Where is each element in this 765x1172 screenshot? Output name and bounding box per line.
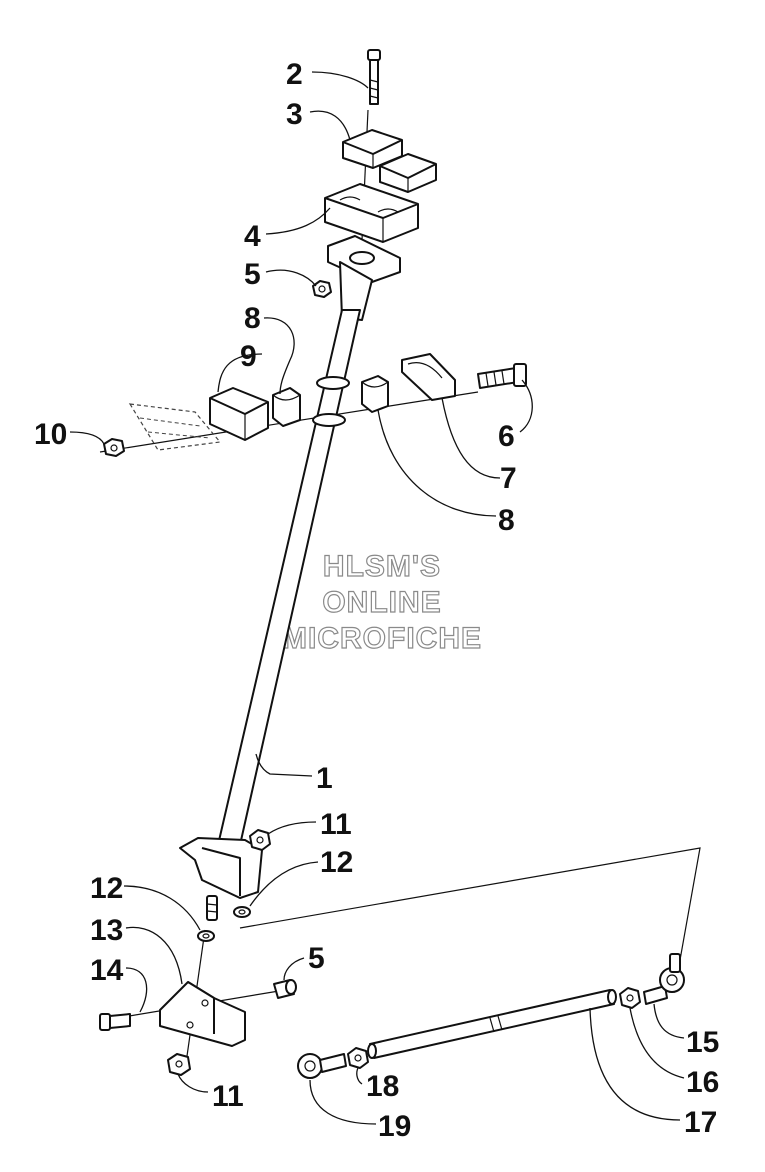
- part-13-bracket: [159, 981, 246, 1047]
- callout-4: 4: [244, 220, 261, 253]
- part-12-washer-left: [197, 930, 215, 942]
- callout-1: 1: [316, 762, 333, 795]
- part-5-nut-upper: [312, 280, 332, 298]
- callout-7: 7: [500, 462, 517, 495]
- callout-11-lower: 11: [212, 1080, 244, 1113]
- callout-6: 6: [498, 420, 515, 453]
- steering-post-top-plate: [327, 235, 401, 321]
- part-15-tie-rod-end: [643, 953, 685, 1005]
- callout-11-upper: 11: [320, 808, 352, 841]
- part-7-clamp-half: [401, 353, 456, 401]
- part-8-bushing-left: [272, 387, 301, 427]
- callout-labels: 2 3 4 5 8 9 10 6 7 8 1 11 12 12 13 14 5 …: [34, 58, 719, 1143]
- part-19-tie-rod-end: [297, 1053, 347, 1079]
- part-17-tie-rod: [367, 989, 617, 1059]
- callout-2: 2: [286, 58, 303, 91]
- callout-17: 17: [684, 1106, 717, 1139]
- part-12-washer-right: [233, 906, 251, 918]
- callout-5-lower: 5: [308, 942, 325, 975]
- part-16-jam-nut: [619, 987, 641, 1009]
- part-14-bolt: [99, 1013, 131, 1031]
- part-10-nut: [103, 438, 125, 457]
- part-9-lower-clamp: [209, 387, 269, 441]
- part-5-spacer-lower: [273, 979, 297, 999]
- part-11-nut-upper: [249, 829, 271, 851]
- part-4-handlebar-block: [324, 183, 419, 243]
- callout-8-upper: 8: [244, 302, 261, 335]
- callout-9: 9: [240, 340, 257, 373]
- part-18-jam-nut: [347, 1047, 369, 1069]
- mount-reference-dashed: [128, 403, 222, 451]
- callout-19: 19: [378, 1110, 411, 1143]
- watermark-line-3: MICROFICHE: [282, 622, 482, 655]
- callout-8-lower: 8: [498, 504, 515, 537]
- callout-12-right: 12: [320, 846, 353, 879]
- watermark-line-1: HLSM'S: [323, 550, 441, 583]
- part-6-bolt: [477, 363, 527, 389]
- callout-5-upper: 5: [244, 258, 261, 291]
- callout-15: 15: [686, 1026, 719, 1059]
- callout-14: 14: [90, 954, 124, 987]
- callout-13: 13: [90, 914, 123, 947]
- leader-lines: [69, 71, 685, 1125]
- watermark-line-2: ONLINE: [322, 586, 441, 619]
- steering-post-lower-bracket: [179, 837, 263, 921]
- callout-18: 18: [366, 1070, 399, 1103]
- part-11-nut-lower: [167, 1053, 191, 1076]
- part-3-upper-clamp-caps: [342, 129, 437, 193]
- callout-10: 10: [34, 418, 67, 451]
- part-8-bushing-right: [361, 375, 389, 413]
- callout-3: 3: [286, 98, 303, 131]
- part-2-bolt: [367, 49, 381, 105]
- watermark: HLSM'S ONLINE MICROFICHE: [281, 549, 482, 655]
- callout-12-left: 12: [90, 872, 123, 905]
- callout-16: 16: [686, 1066, 719, 1099]
